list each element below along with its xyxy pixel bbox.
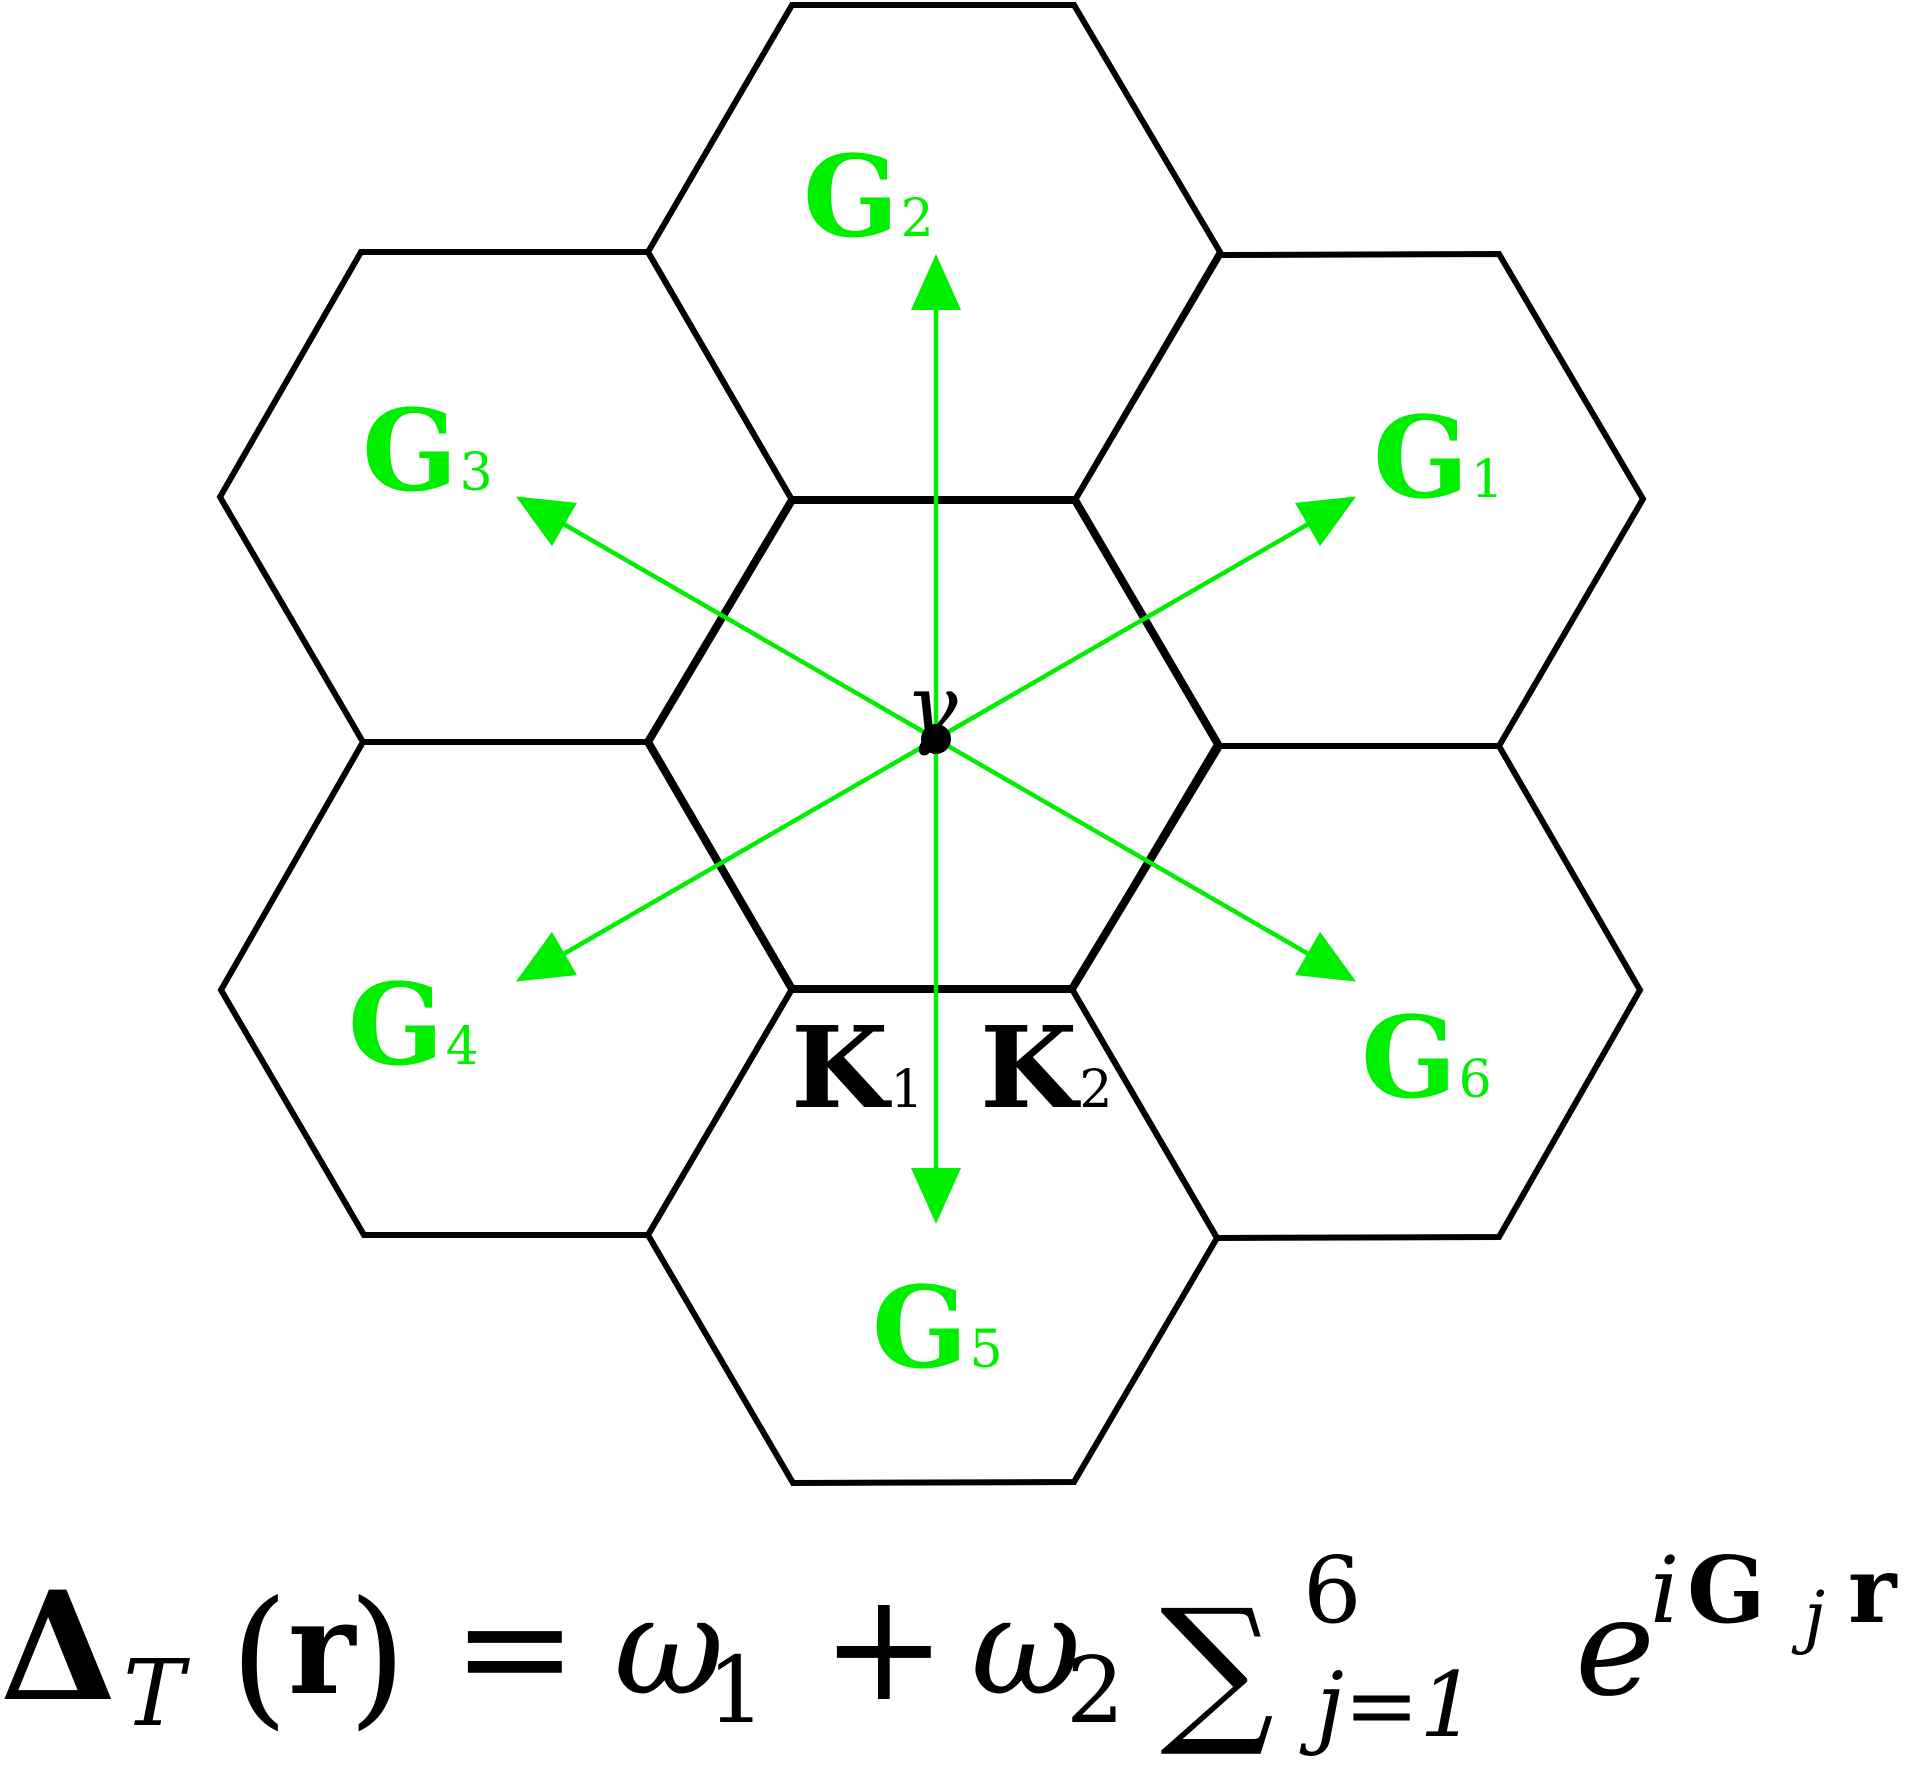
- vector-g4-arrowhead: [515, 931, 577, 982]
- formula-right-paren: ): [348, 1570, 407, 1744]
- vector-g6-line: [934, 737, 1309, 956]
- formula-exp-r: r: [1848, 1536, 1898, 1644]
- hexagon-bottom: [644, 986, 1221, 1487]
- formula-delta-subscript: T: [123, 1640, 190, 1747]
- formula-plus: +: [821, 1561, 947, 1735]
- vector-g2-arrowhead: [911, 254, 961, 310]
- vector-label-subscript: 6: [1459, 1050, 1492, 1110]
- vector-label-g4: G4: [348, 960, 479, 1091]
- formula-sum-lower: j=1: [1299, 1653, 1477, 1758]
- formula-r: r: [288, 1574, 357, 1724]
- vector-label-g3: G3: [362, 386, 493, 517]
- vector-label-g6: G6: [1361, 993, 1492, 1124]
- vector-label-subscript: 2: [901, 189, 934, 249]
- k-label-letter: K: [791, 1003, 892, 1134]
- vector-label-subscript: 4: [446, 1017, 479, 1077]
- hexagon-upper-left: [216, 249, 796, 745]
- reciprocal-vectors: [515, 254, 1357, 1224]
- vector-g4-line: [563, 737, 938, 956]
- gamma-label: γ: [905, 655, 958, 758]
- vector-label-letter: G: [362, 386, 458, 517]
- formula-sum-upper: 6: [1303, 1537, 1362, 1644]
- formula-omega-2-subscript: 2: [1066, 1637, 1125, 1744]
- vector-g1-line: [934, 522, 1309, 741]
- formula-exp-G: G: [1687, 1536, 1766, 1644]
- formula-omega-2: ω: [971, 1568, 1081, 1725]
- formula-equals: =: [452, 1561, 578, 1735]
- gamma-point: [921, 724, 951, 754]
- formula-delta: Δ: [0, 1559, 116, 1735]
- vector-g1-arrowhead: [1295, 496, 1357, 547]
- vector-label-letter: G: [348, 960, 444, 1091]
- vector-label-g2: G2: [803, 132, 934, 263]
- vector-label-letter: G: [1373, 393, 1469, 524]
- vector-label-letter: G: [803, 132, 899, 263]
- formula-omega-1-subscript: 1: [707, 1637, 766, 1744]
- vector-label-g5: G5: [872, 1263, 1003, 1394]
- vector-label-g1: G1: [1373, 393, 1504, 524]
- vector-g3-arrowhead: [515, 496, 577, 547]
- formula-left-paren: (: [230, 1570, 289, 1744]
- vector-label-letter: G: [872, 1263, 968, 1394]
- hexagon-lower-left: [217, 739, 796, 1238]
- formula-exp-base: e: [1575, 1569, 1655, 1726]
- formula-exp-j: j: [1791, 1578, 1825, 1657]
- formula-exp-i: i: [1650, 1537, 1679, 1644]
- vector-label-subscript: 5: [970, 1320, 1003, 1380]
- k-label-letter: K: [980, 1003, 1081, 1134]
- k-label-subscript: 1: [890, 1060, 923, 1120]
- vector-label-subscript: 1: [1471, 450, 1504, 510]
- vector-g6-arrowhead: [1295, 931, 1357, 982]
- formula-sum: ∑: [1160, 1574, 1274, 1761]
- formula: Δ T ( r ) = ω 1 + ω 2 ∑ 6 j=1 e i G j r: [0, 1536, 1898, 1761]
- vector-label-subscript: 3: [460, 443, 493, 503]
- formula-omega-1: ω: [614, 1568, 724, 1725]
- hexagon-center: [643, 496, 1224, 993]
- hexagon-grid: [216, 1, 1647, 1487]
- vector-label-letter: G: [1361, 993, 1457, 1124]
- hexagon-upper-right: [1071, 250, 1647, 749]
- hexagon-lower-right: [1068, 743, 1644, 1242]
- k-label-subscript: 2: [1079, 1060, 1112, 1120]
- k-label-k2: K2: [980, 1003, 1112, 1134]
- vector-g3-line: [563, 522, 938, 741]
- vector-g5-arrowhead: [911, 1168, 961, 1224]
- k-label-k1: K1: [791, 1003, 923, 1134]
